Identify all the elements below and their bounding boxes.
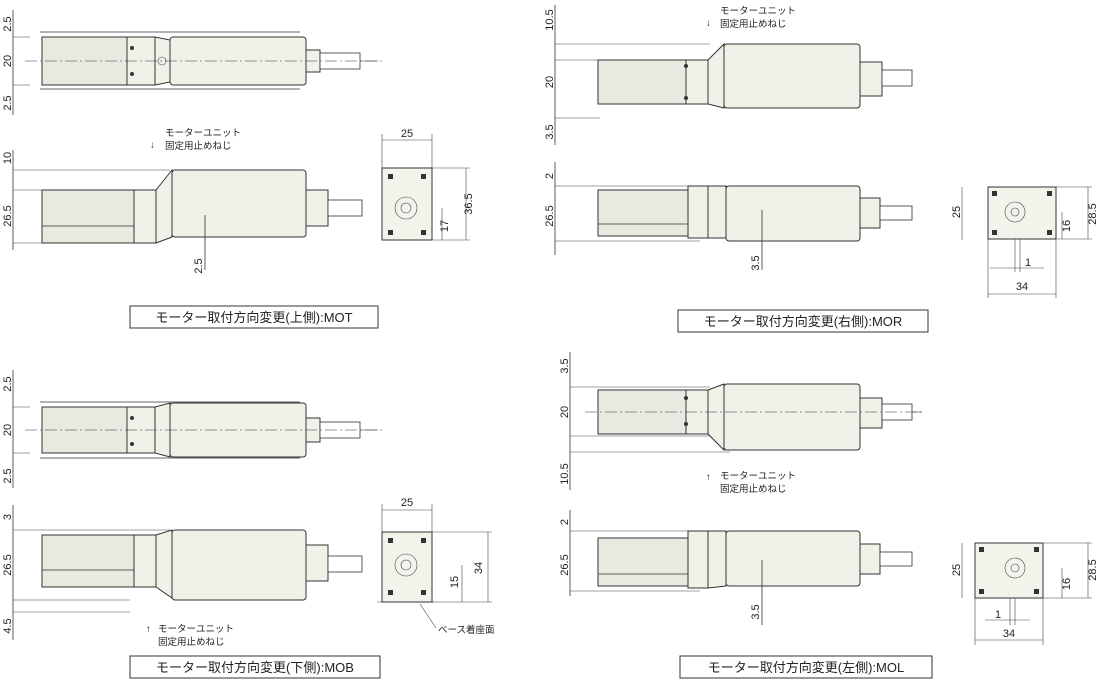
mot-side-dim-2: 26.5	[2, 205, 14, 226]
mob-screw-note-1: モーターユニット	[158, 624, 234, 635]
mob-base-surface-label: ベース着座面	[438, 624, 495, 636]
mor-top-view	[554, 5, 913, 145]
mob-top-view	[12, 370, 385, 488]
mob-side-dim-2: 26.5	[2, 554, 14, 575]
mob-screw-arrow: ↑	[146, 624, 151, 635]
mor-side-dim-3: 3.5	[750, 255, 762, 270]
mot-side-dim-1: 10	[2, 152, 14, 164]
mol-top-dim-3: 10.5	[559, 463, 571, 484]
mot-end-dim-center: 17	[439, 220, 451, 232]
mor-end-view	[961, 186, 1092, 298]
mob-top-dim-1: 2.5	[2, 376, 14, 391]
mor-caption: モーター取付方向変更(右側):MOR	[704, 314, 903, 329]
mol-caption: モーター取付方向変更(左側):MOL	[708, 660, 904, 675]
mol-end-dim-width: 25	[951, 564, 963, 576]
mor-end-dim-width: 25	[951, 206, 963, 218]
mot-screw-note-2: 固定用止めねじ	[165, 140, 232, 152]
mot-top-dim-3: 2.5	[2, 95, 14, 110]
mol-end-view	[961, 542, 1092, 645]
mol-end-dim-center: 16	[1061, 578, 1073, 590]
mob-top-dim-3: 2.5	[2, 468, 14, 483]
mot-caption-box	[129, 305, 379, 329]
mot-side-view	[12, 150, 363, 270]
mol-top-dim-1: 3.5	[559, 358, 571, 373]
mob-side-view	[12, 505, 363, 640]
mor-top-dim-1: 10.5	[544, 9, 556, 30]
mol-screw-note-1: モーターユニット	[720, 471, 796, 482]
mob-end-dim-height: 34	[473, 562, 485, 574]
mot-top-view	[12, 10, 385, 115]
mob-side-dim-3: 4.5	[2, 618, 14, 633]
mor-top-dim-2: 20	[544, 76, 556, 88]
mob-top-dim-2: 20	[2, 424, 14, 436]
mol-screw-arrow: ↑	[706, 472, 711, 483]
mot-end-dim-height: 36.5	[463, 193, 475, 214]
mor-screw-arrow: ↓	[706, 18, 711, 29]
mot-end-dim-width: 25	[401, 128, 413, 140]
mol-side-dim-3: 3.5	[750, 604, 762, 619]
mor-top-dim-3: 3.5	[544, 124, 556, 139]
mor-side-dim-1: 2	[544, 173, 556, 179]
mob-side-dim-1: 3	[2, 514, 14, 520]
mor-end-dim-overall: 34	[1016, 281, 1028, 293]
mol-side-dim-2: 26.5	[559, 554, 571, 575]
mot-screw-arrow: ↓	[150, 140, 155, 151]
mot-screw-note-1: モーターユニット	[165, 128, 241, 139]
mor-end-dim-center: 16	[1061, 220, 1073, 232]
mob-end-dim-center: 15	[449, 576, 461, 588]
mol-top-view	[569, 352, 925, 490]
mol-screw-note-2: 固定用止めねじ	[720, 483, 787, 495]
mol-end-dim-offset: 1	[995, 609, 1001, 621]
mor-caption-box	[677, 309, 929, 333]
mob-caption: モーター取付方向変更(下側):MOB	[156, 660, 354, 675]
mol-end-dim-overall: 34	[1003, 628, 1015, 640]
mob-screw-note-2: 固定用止めねじ	[158, 636, 225, 648]
mot-top-dim-2: 20	[2, 55, 14, 67]
mob-caption-box	[129, 655, 381, 679]
mor-end-dim-offset: 1	[1025, 257, 1031, 269]
mor-screw-note-2: 固定用止めねじ	[720, 18, 787, 30]
mol-side-view	[569, 510, 913, 625]
mor-end-dim-height: 28.5	[1087, 203, 1099, 224]
mol-side-dim-1: 2	[559, 519, 571, 525]
mot-side-dim-3: 2.5	[193, 258, 205, 273]
mor-screw-note-1: モーターユニット	[720, 6, 796, 17]
mot-end-view	[381, 134, 470, 241]
mor-side-dim-2: 26.5	[544, 205, 556, 226]
mol-end-dim-height: 28.5	[1087, 559, 1099, 580]
mor-side-view	[554, 162, 913, 270]
mol-top-dim-2: 20	[559, 406, 571, 418]
mot-caption: モーター取付方向変更(上側):MOT	[155, 310, 352, 325]
mot-top-dim-1: 2.5	[2, 16, 14, 31]
mob-end-view	[377, 504, 492, 629]
mol-caption-box	[679, 655, 933, 679]
mob-end-dim-width: 25	[401, 497, 413, 509]
